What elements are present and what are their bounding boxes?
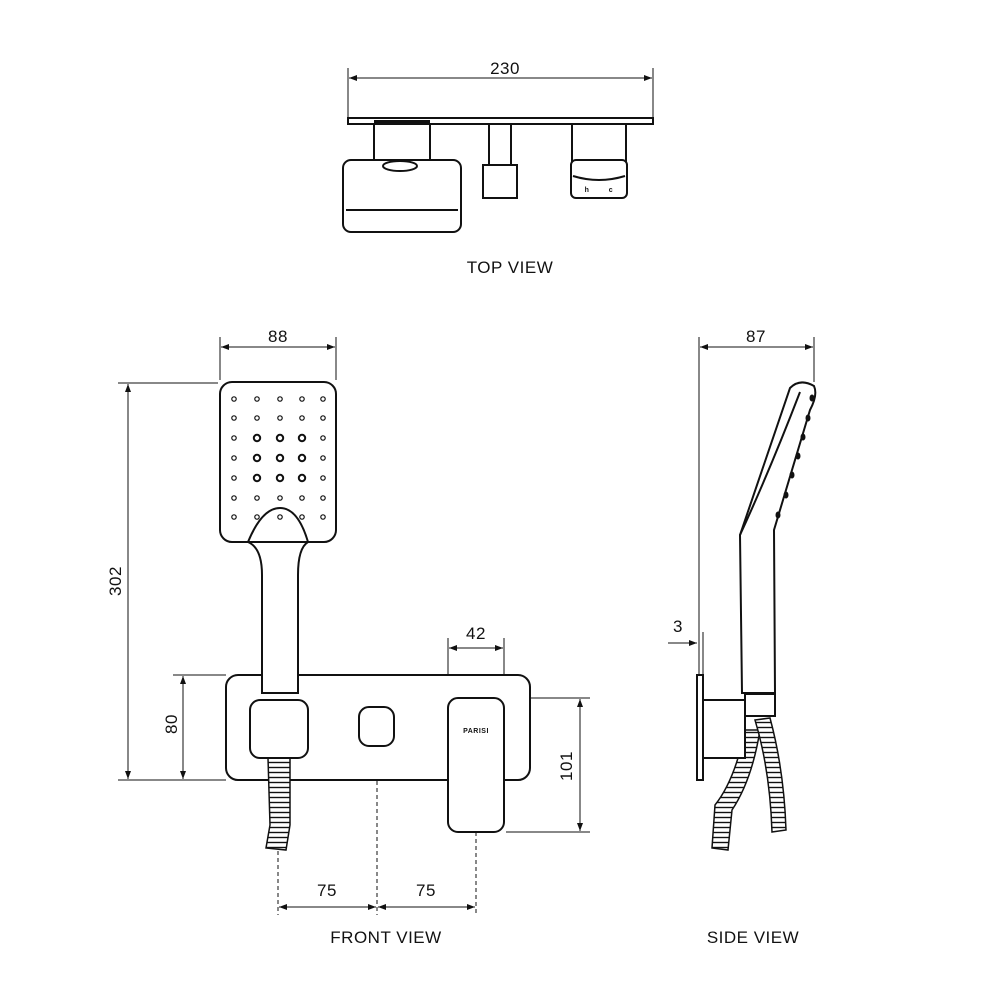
spray-nozzles: [231, 396, 326, 520]
hand-shower-side: [738, 381, 817, 694]
outlet-top: [482, 164, 518, 199]
nozzle-dot: [231, 435, 237, 441]
nozzle-dot: [277, 396, 283, 402]
side-nozzles: [775, 394, 815, 519]
nozzle-dot: [809, 394, 815, 402]
nozzle-dot: [231, 415, 237, 421]
nozzle-dot: [297, 473, 307, 483]
hot-mark: h: [585, 187, 590, 194]
plate-height-dimension: 80: [162, 714, 181, 734]
nozzle-dot: [320, 455, 326, 461]
nozzle-dot: [297, 453, 307, 463]
nozzle-dot: [320, 435, 326, 441]
width-dimension: 230: [490, 59, 520, 78]
front-view: 88 302 80 42 101 75 75: [106, 327, 590, 947]
hand-shower-handle: [247, 541, 312, 694]
nozzle-dot: [775, 511, 781, 519]
head-width-dimension: 88: [268, 327, 288, 346]
nozzle-dot: [254, 495, 260, 501]
nozzle-dot: [320, 415, 326, 421]
nozzle-dot: [231, 475, 237, 481]
depth-dimension: 87: [746, 327, 766, 346]
nozzle-dot: [231, 396, 237, 402]
diverter-button: [358, 706, 395, 747]
nozzle-dot: [254, 514, 260, 520]
spacing-right-dimension: 75: [416, 881, 436, 900]
nozzle-dot: [789, 471, 795, 479]
shower-holder: [249, 699, 309, 759]
front-view-label: FRONT VIEW: [330, 928, 441, 947]
nozzle-dot: [299, 396, 305, 402]
nozzle-dot: [254, 396, 260, 402]
nozzle-dot: [299, 514, 305, 520]
total-height-dimension: 302: [106, 566, 125, 596]
nozzle-dot: [231, 455, 237, 461]
spacing-left-dimension: 75: [317, 881, 337, 900]
nozzle-dot: [254, 415, 260, 421]
plate-thickness-dimension: 3: [673, 617, 683, 636]
nozzle-dot: [320, 475, 326, 481]
cold-mark: c: [609, 187, 613, 194]
hose-side: [754, 717, 787, 833]
nozzle-dot: [299, 495, 305, 501]
nozzle-dot: [252, 473, 262, 483]
nozzle-dot: [800, 433, 806, 441]
nozzle-dot: [299, 415, 305, 421]
nozzle-dot: [795, 452, 801, 460]
nozzle-dot: [231, 495, 237, 501]
nozzle-dot: [783, 491, 789, 499]
holder-side: [702, 699, 746, 759]
nozzle-dot: [231, 514, 237, 520]
side-view: 87 3 SIDE VIEW: [668, 327, 817, 947]
lever-height-dimension: 101: [557, 751, 576, 781]
top-view-label: TOP VIEW: [467, 258, 554, 277]
nozzle-dot: [297, 433, 307, 443]
nozzle-dot: [275, 453, 285, 463]
nozzle-dot: [320, 514, 326, 520]
nozzle-dot: [277, 495, 283, 501]
nozzle-dot: [252, 433, 262, 443]
nozzle-dot: [805, 414, 811, 422]
nozzle-dot: [275, 433, 285, 443]
brand-logo: PARISI: [463, 728, 489, 735]
mixer-lever: [447, 697, 505, 833]
hand-shower-head: [219, 381, 337, 543]
hose-front: [265, 757, 291, 851]
shower-head-top: [342, 159, 462, 233]
nozzle-dot: [320, 495, 326, 501]
nozzle-dot: [320, 396, 326, 402]
nozzle-dot: [277, 415, 283, 421]
side-view-label: SIDE VIEW: [707, 928, 799, 947]
lever-width-dimension: 42: [466, 624, 486, 643]
top-view: 230 h c TOP VIEW: [342, 59, 654, 277]
nozzle-dot: [277, 514, 283, 520]
nozzle-dot: [252, 453, 262, 463]
nozzle-dot: [275, 473, 285, 483]
